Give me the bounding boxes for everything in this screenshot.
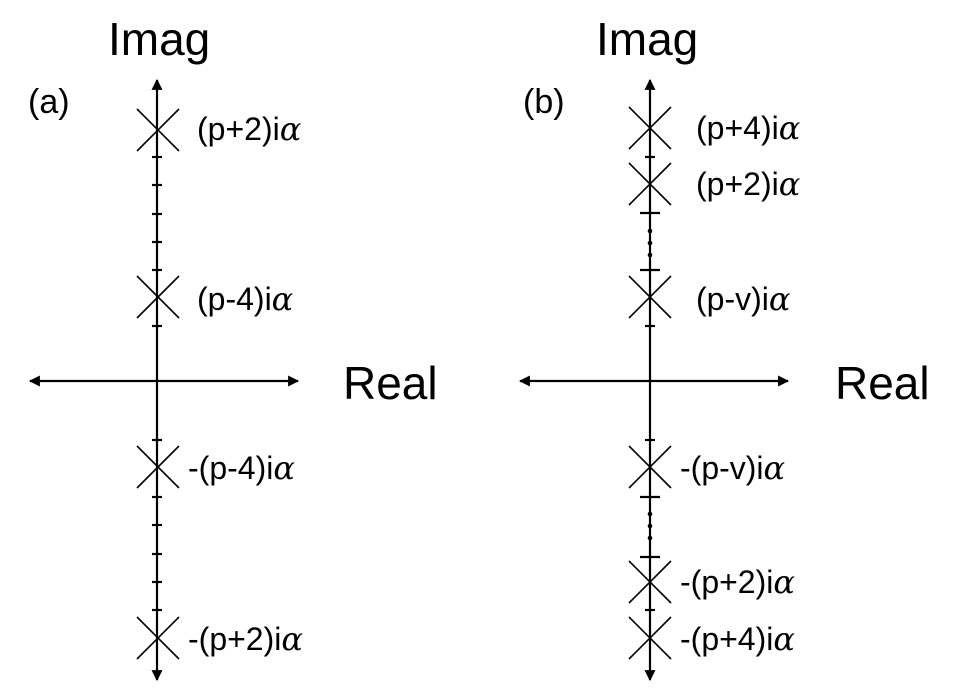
pole: -(p+2)iα [136, 616, 303, 660]
imag-axis-label: Imag [108, 13, 210, 65]
pole-marker-x [628, 106, 672, 150]
ellipsis-lower [647, 511, 653, 541]
pole-marker-x [628, 162, 672, 206]
pole-marker-x [136, 616, 180, 660]
real-axis-label: Real [343, 357, 438, 409]
pole: (p-4)iα [136, 275, 293, 319]
pole-marker-x [628, 560, 672, 604]
pole-label: -(p+4)iα [680, 620, 795, 658]
pole-label: -(p+2)iα [680, 563, 795, 601]
pole-label: (p+2)iα [696, 165, 800, 203]
pole-marker-x [136, 445, 180, 489]
panel-a: Imag (a) Real (p+2)iα [28, 13, 438, 682]
pole-label: -(p-4)iα [188, 449, 295, 487]
imag-axis-ticks [152, 155, 162, 612]
pole: (p+4)iα [628, 106, 800, 150]
pole-label: -(p-v)iα [680, 449, 785, 487]
pole-marker-x [136, 108, 180, 152]
pole-marker-x [628, 275, 672, 319]
imag-axis-ticks [640, 155, 660, 612]
pole-marker-x [136, 275, 180, 319]
pole: -(p+4)iα [628, 616, 795, 660]
pole-label: (p+2)iα [197, 110, 301, 148]
imag-axis-label: Imag [596, 13, 698, 65]
ellipsis-upper [647, 228, 653, 258]
pole-marker-x [628, 445, 672, 489]
pole-marker-x [628, 616, 672, 660]
panel-label: (b) [523, 83, 565, 121]
pole-label: (p-4)iα [197, 280, 293, 318]
pole: -(p+2)iα [628, 560, 795, 604]
pole-label: (p+4)iα [696, 109, 800, 147]
pole: (p+2)iα [136, 108, 301, 152]
pole: -(p-v)iα [628, 445, 785, 489]
panel-b: Imag (b) Real (p [518, 13, 930, 682]
pole-label: (p-v)iα [696, 280, 790, 318]
real-axis-label: Real [835, 357, 930, 409]
pole: -(p-4)iα [136, 445, 295, 489]
panel-label: (a) [28, 83, 70, 121]
pole: (p-v)iα [628, 275, 790, 319]
pole: (p+2)iα [628, 162, 800, 206]
pole-label: -(p+2)iα [188, 620, 303, 658]
